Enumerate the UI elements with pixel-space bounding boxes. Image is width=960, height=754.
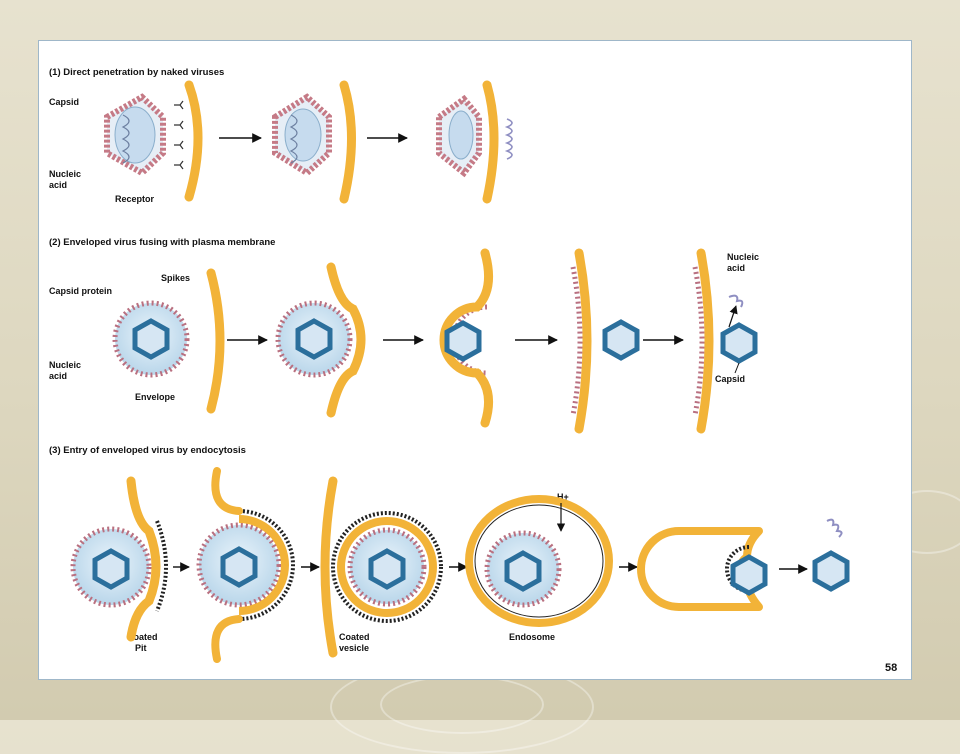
- label-nucleic: Nucleic: [49, 169, 81, 179]
- membrane-s3-3: [320, 476, 338, 658]
- final-capsid: [812, 518, 850, 592]
- label-proton: H+: [557, 492, 569, 502]
- label-capsid-protein: Capsid protein: [49, 286, 112, 296]
- section3-title: (3) Entry of enveloped virus by endocyto…: [49, 445, 246, 456]
- coated-vesicle: [331, 511, 443, 623]
- section1-title: (1) Direct penetration by naked viruses: [49, 67, 224, 78]
- nucleic-exit-arrow: [728, 305, 738, 328]
- label-receptor: Receptor: [115, 194, 155, 204]
- label-coated-pit: Coated: [127, 632, 158, 642]
- enveloped-virus-2: [275, 300, 353, 378]
- released-nucleic-2: [728, 294, 744, 308]
- membrane-2: [339, 80, 356, 204]
- uncoating-capsid: [720, 322, 758, 364]
- label-envelope: Envelope: [135, 392, 175, 402]
- endocytosis-step-1: [70, 476, 168, 642]
- slide-panel: (1) Direct penetration by naked viruses …: [38, 40, 912, 680]
- spike-row: [692, 266, 705, 416]
- receptors-1: [174, 100, 184, 170]
- naked-virus-2: [272, 93, 332, 177]
- fusing-virus: [439, 248, 494, 428]
- virus-entry-diagram: (1) Direct penetration by naked viruses …: [49, 67, 850, 663]
- label-coated-vesicle: Coated: [339, 632, 370, 642]
- label-acid: acid: [49, 180, 67, 190]
- label-capsid: Capsid: [49, 97, 79, 107]
- released-nucleic-acid: [504, 118, 513, 160]
- label-released-acid: acid: [727, 263, 745, 273]
- naked-virus-1: [104, 93, 166, 177]
- capsid-pointer: [734, 362, 740, 374]
- membrane-s2-2: [326, 262, 366, 418]
- free-capsid: [602, 319, 640, 361]
- enveloped-virus-1: [112, 300, 190, 378]
- label-pit: Pit: [135, 643, 147, 653]
- endosome-fusion: [637, 527, 768, 611]
- label-released-nucleic: Nucleic: [727, 252, 759, 262]
- membrane-s2-1: [206, 268, 225, 414]
- label-nucleic-2: Nucleic: [49, 360, 81, 370]
- label-endosome: Endosome: [509, 632, 555, 642]
- label-vesicle: vesicle: [339, 643, 369, 653]
- naked-virus-3: [436, 94, 482, 178]
- label-spikes: Spikes: [161, 273, 190, 283]
- page-number: 58: [885, 662, 898, 674]
- spike-row: [570, 266, 583, 416]
- membrane-3: [482, 80, 499, 204]
- label-capsid-2: Capsid: [715, 374, 745, 384]
- membrane-s2-4: [574, 248, 592, 434]
- background-ripple: [380, 675, 544, 734]
- label-acid-2: acid: [49, 371, 67, 381]
- endosome: [465, 495, 613, 627]
- section2-title: (2) Enveloped virus fusing with plasma m…: [49, 237, 275, 248]
- membrane-s2-5: [696, 248, 714, 434]
- endocytosis-step-2: [196, 467, 295, 663]
- membrane-1: [184, 80, 203, 202]
